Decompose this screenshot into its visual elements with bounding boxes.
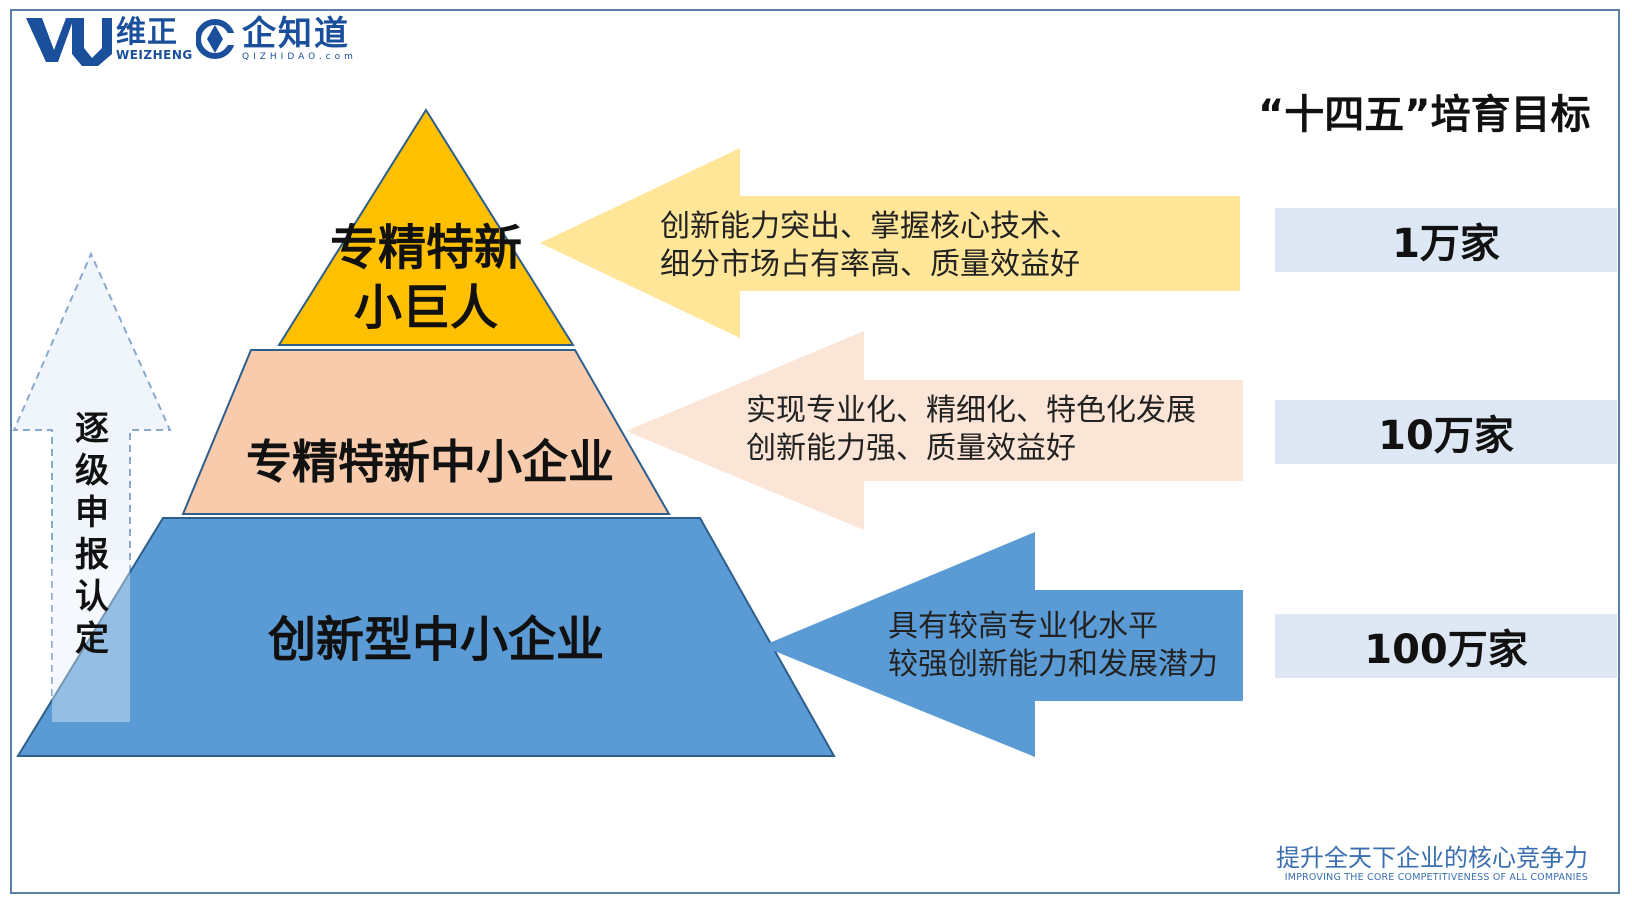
pyramid-tier-bottom [16, 517, 836, 757]
goal-box-middle: 10万家 [1275, 400, 1617, 464]
goal-box-bottom: 100万家 [1275, 614, 1617, 678]
goal-title: “十四五”培育目标 [1258, 92, 1591, 138]
arrow-top-line2: 细分市场占有率高、质量效益好 [660, 247, 1080, 282]
weizheng-logo: 维正 WEIZHENG [24, 14, 193, 66]
weizheng-logo-mark-icon [26, 18, 112, 66]
up-arrow-overlay [52, 560, 130, 722]
arrow-middle [626, 331, 1243, 530]
weizheng-logo-subtext: WEIZHENG [116, 48, 193, 62]
arrow-middle-line2: 创新能力强、质量效益好 [746, 431, 1076, 466]
arrow-top [540, 148, 1240, 338]
pyramid-top-label: 专精特新 小巨人 [306, 218, 546, 338]
slide-frame [10, 9, 1620, 894]
slogan: 提升全天下企业的核心竞争力 IMPROVING THE CORE COMPETI… [1276, 844, 1588, 884]
arrow-bottom-line1: 具有较高专业化水平 [888, 609, 1158, 644]
goal-box-top: 1万家 [1275, 208, 1617, 272]
arrow-top-line1: 创新能力突出、掌握核心技术、 [660, 209, 1080, 244]
pyramid-middle-label: 专精特新中小企业 [246, 435, 614, 489]
arrow-middle-text: 实现专业化、精细化、特色化发展 创新能力强、质量效益好 [746, 392, 1196, 468]
qizhidao-logo-text: 企知道 [242, 14, 350, 54]
weizheng-logo-text: 维正 [116, 15, 178, 50]
arrow-top-text: 创新能力突出、掌握核心技术、 细分市场占有率高、质量效益好 [660, 208, 1080, 284]
qizhidao-logo-subtext: QIZHIDAO.com [242, 52, 357, 62]
pyramid-top-label-line1: 专精特新 [329, 220, 522, 276]
goal-value-middle: 10万家 [1378, 413, 1514, 459]
qizhidao-logo: 企知道 QIZHIDAO.com [196, 16, 357, 62]
slogan-en: IMPROVING THE CORE COMPETITIVENESS OF AL… [1284, 872, 1588, 883]
vertical-label: 逐级申报认定 [75, 409, 109, 659]
pyramid-top-label-line2: 小巨人 [353, 280, 498, 336]
pyramid-tier-middle [181, 349, 671, 515]
goal-value-top: 1万家 [1392, 221, 1500, 267]
arrow-bottom-text: 具有较高专业化水平 较强创新能力和发展潜力 [888, 608, 1218, 684]
arrow-middle-line1: 实现专业化、精细化、特色化发展 [746, 393, 1196, 428]
goal-value-bottom: 100万家 [1364, 627, 1528, 673]
qizhidao-logo-mark-icon [196, 19, 234, 59]
slogan-cn: 提升全天下企业的核心竞争力 [1276, 844, 1588, 872]
pyramid-tier-top [277, 108, 575, 346]
pyramid-bottom-label: 创新型中小企业 [267, 612, 604, 668]
arrow-bottom [762, 532, 1243, 757]
arrow-bottom-line2: 较强创新能力和发展潜力 [888, 647, 1218, 682]
